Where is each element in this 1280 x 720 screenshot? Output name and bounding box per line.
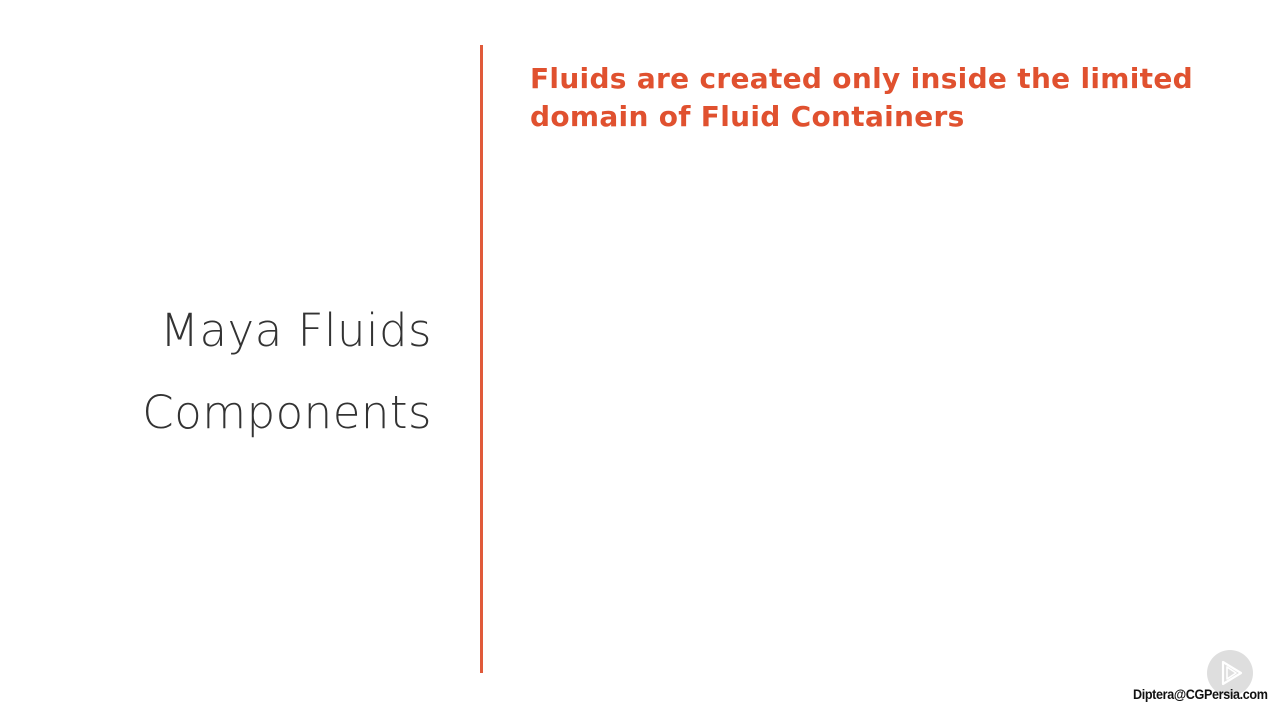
section-title-line-2: Components bbox=[142, 386, 432, 439]
section-title-line-1: Maya Fluids bbox=[160, 304, 432, 357]
watermark-text: Diptera@CGPersia.com bbox=[1133, 686, 1268, 702]
section-title: Maya Fluids Components bbox=[142, 290, 432, 454]
vertical-divider bbox=[480, 45, 483, 673]
play-logo-icon bbox=[1207, 650, 1253, 696]
slide-heading: Fluids are created only inside the limit… bbox=[530, 62, 1193, 133]
